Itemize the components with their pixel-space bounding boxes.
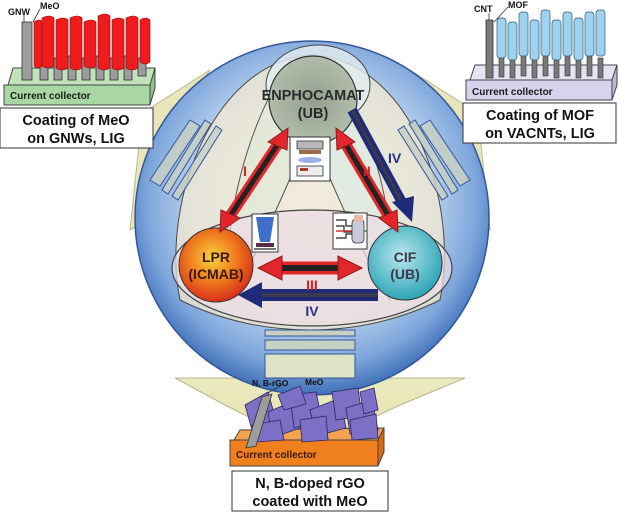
cif-apparatus-icon (332, 212, 368, 250)
cnt-bare (485, 19, 494, 79)
mof-coated-cnts (496, 9, 606, 79)
collector-label-bottom: Current collector (236, 450, 317, 461)
arrow-label-II: II (363, 163, 371, 179)
node-cif-name: CIF (394, 249, 417, 265)
slats-top-right (397, 119, 471, 201)
caption-top-left-line2: on GNWs, LIG (27, 131, 124, 147)
node-cif-inst: (UB) (390, 266, 420, 282)
arrow-label-I: I (243, 163, 247, 179)
arrow-I (219, 127, 289, 233)
node-enphocamat-name: ENPHOCAMAT (262, 88, 365, 104)
panel-gnw-meo: GNW MeO Current collector Coating of MeO… (0, 1, 156, 149)
label-meo-bottom: MeO (305, 377, 324, 387)
arrow-label-IV-diagonal: IV (388, 150, 402, 166)
label-meo-top: MeO (40, 1, 60, 11)
caption-box-top-left (0, 107, 154, 149)
arrow-III (256, 255, 364, 281)
arrow-label-IV-bottom: IV (305, 303, 319, 319)
node-cif (367, 225, 443, 301)
node-lpr-name: LPR (202, 249, 230, 265)
node-lpr-inst: (ICMAB) (188, 266, 243, 282)
caption-bottom-line2: coated with MeO (252, 494, 367, 510)
slats-bottom (264, 329, 356, 379)
slats-top-left (149, 119, 223, 201)
caption-top-right-line1: Coating of MOF (486, 108, 594, 124)
rgo-sheet (245, 393, 273, 449)
arrow-IV-bottom (238, 282, 378, 308)
caption-top-right-line2: on VACNTs, LIG (485, 126, 595, 142)
enphocamat-equipment-icon (289, 136, 331, 182)
label-mof: MOF (508, 0, 528, 10)
arrow-IV-diagonal (347, 107, 414, 222)
caption-box-top-right (462, 102, 617, 144)
caption-top-left-line1: Coating of MeO (22, 113, 129, 129)
meo-coating (33, 13, 151, 71)
collector-label-top-left: Current collector (10, 91, 91, 102)
caption-bottom-line1: N, B-doped rGO (255, 476, 365, 492)
arrow-II (335, 126, 399, 234)
lpr-laser-icon (251, 213, 279, 253)
label-nb-rgo: N, B-rGO (252, 378, 289, 388)
collector-label-top-right: Current collector (472, 87, 553, 98)
node-lpr (178, 227, 254, 303)
arrow-label-III: III (306, 277, 318, 293)
label-gnw: GNW (8, 7, 31, 17)
node-enphocamat-inst: (UB) (298, 106, 329, 122)
caption-box-bottom (231, 470, 389, 512)
panel-cnt-mof: CNT MOF Current collector Coating of MOF… (462, 0, 618, 144)
label-cnt: CNT (474, 4, 493, 14)
panel-rgo-meo: N, B-rGO MeO Current collector N, B-dope… (229, 377, 389, 512)
